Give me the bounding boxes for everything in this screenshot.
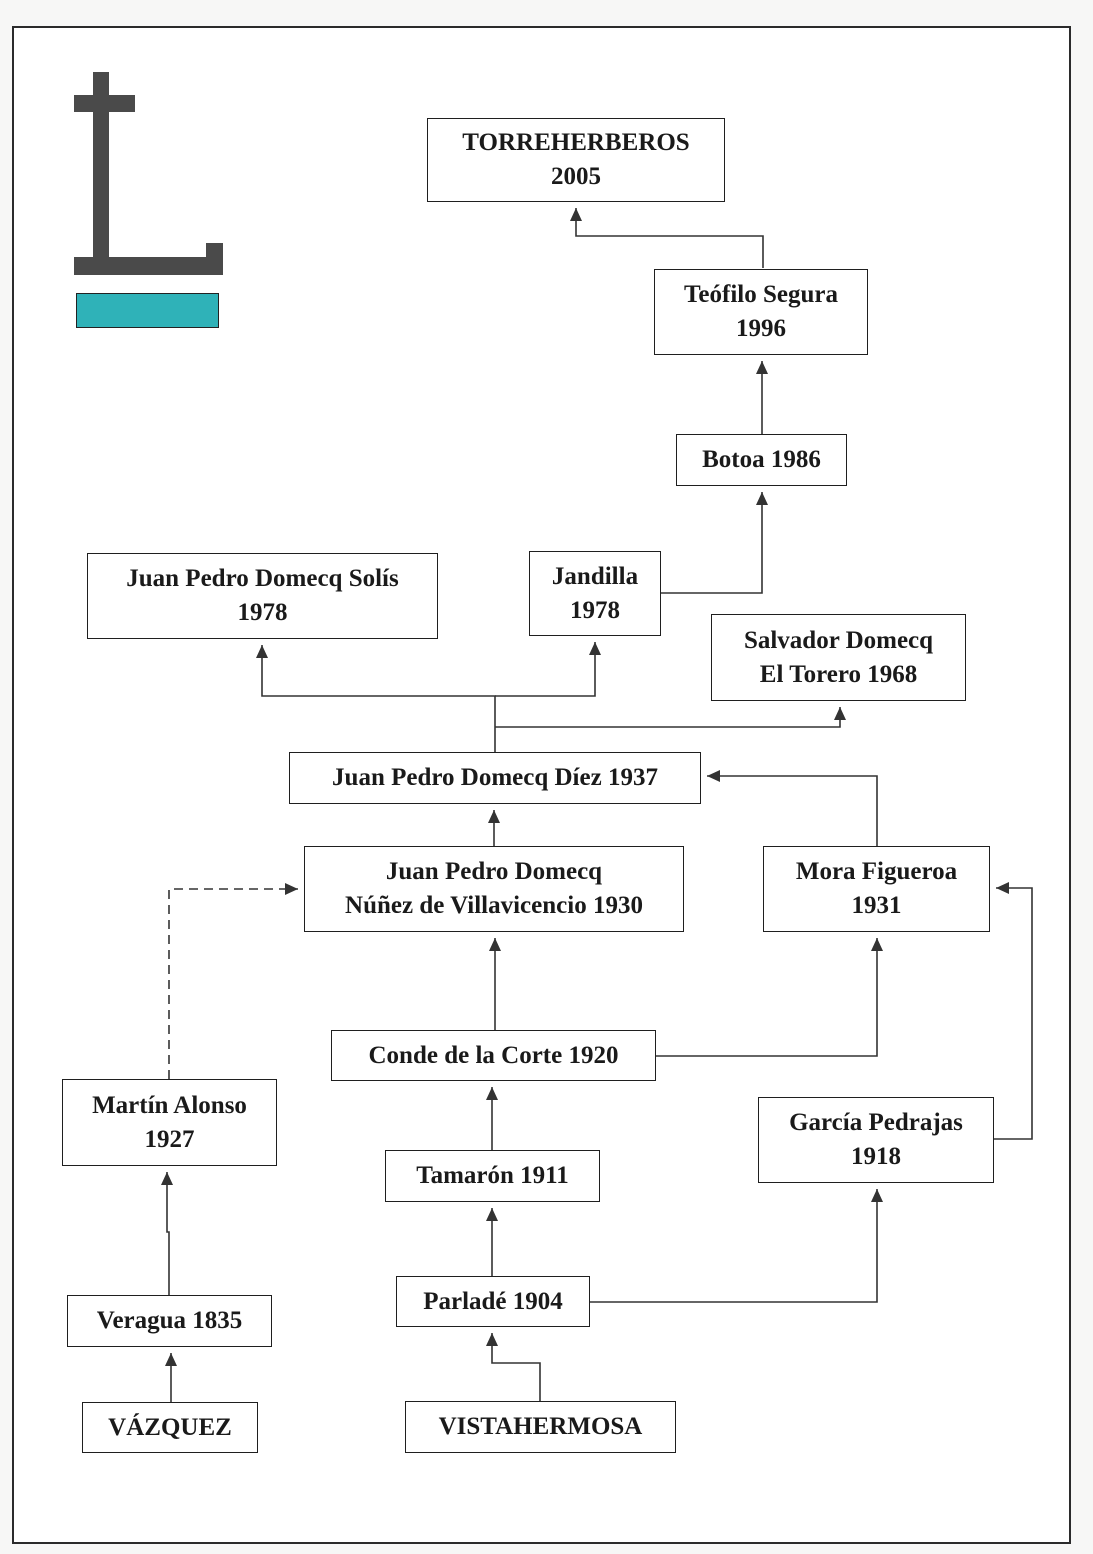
node-label: Tamarón 1911	[416, 1162, 569, 1189]
node-garcia-pedrajas: García Pedrajas 1918	[758, 1097, 994, 1183]
node-jandilla: Jandilla 1978	[529, 551, 661, 636]
node-label: Conde de la Corte 1920	[368, 1041, 619, 1069]
link-line	[656, 938, 878, 1057]
arrowhead	[589, 642, 601, 655]
link-jpd_diez-to-jandilla	[495, 642, 601, 697]
node-mora-figueroa: Mora Figueroa 1931	[763, 846, 990, 932]
node-year: 1931	[851, 892, 902, 919]
node-botoa: Botoa 1986	[676, 434, 847, 486]
node-label: VISTAHERMOSA	[438, 1413, 643, 1440]
node-label: Parladé 1904	[423, 1287, 563, 1315]
arrowhead	[489, 938, 501, 951]
arrowhead	[756, 492, 768, 505]
link-line	[575, 208, 764, 268]
link-garcia-to-mora	[994, 882, 1033, 1140]
link-line	[491, 1333, 541, 1401]
arrowhead	[486, 1333, 498, 1346]
node-label: Veragua 1835	[96, 1307, 243, 1334]
arrowhead	[161, 1172, 173, 1185]
node-year: 1927	[144, 1125, 195, 1153]
link-jandilla-to-botoa	[661, 492, 768, 594]
node-year: 1978	[237, 599, 288, 626]
link-vistahermosa-to-parlade	[486, 1333, 541, 1401]
link-mora-to-jpd_diez	[707, 770, 878, 846]
link-line	[495, 642, 596, 697]
node-martin-alonso: Martín Alonso 1927	[62, 1079, 277, 1166]
node-salvador-domecq: Salvador Domecq El Torero 1968	[711, 614, 966, 701]
arrowhead	[996, 882, 1009, 894]
arrowhead	[871, 1189, 883, 1202]
node-year: Núñez de Villavicencio 1930	[345, 892, 643, 919]
node-torreherberos: TORREHERBEROS 2005	[427, 118, 725, 202]
link-conde-to-jpd_nunez	[489, 938, 501, 1030]
arrowhead	[570, 208, 582, 221]
node-veragua: Veragua 1835	[67, 1295, 272, 1347]
node-label: Jandilla	[551, 562, 639, 590]
arrowhead	[165, 1353, 177, 1366]
link-line	[994, 887, 1033, 1140]
arrowhead	[871, 938, 883, 951]
arrowhead	[707, 770, 720, 782]
node-tamaron: Tamarón 1911	[385, 1150, 600, 1202]
node-label: Juan Pedro Domecq	[385, 858, 603, 885]
node-label: TORREHERBEROS	[462, 129, 690, 156]
link-line	[707, 775, 878, 846]
node-year: 1918	[851, 1143, 901, 1170]
node-vistahermosa: VISTAHERMOSA	[405, 1401, 676, 1453]
node-label: Juan Pedro Domecq Solís	[126, 565, 399, 592]
node-vazquez: VÁZQUEZ	[82, 1402, 258, 1453]
node-label: VÁZQUEZ	[108, 1413, 232, 1441]
node-jpd-nunez: Juan Pedro Domecq Núñez de Villavicencio…	[304, 846, 684, 932]
node-label: Teófilo Segura	[684, 281, 838, 308]
link-veragua-to-martin	[161, 1172, 173, 1295]
node-teofilo-segura: Teófilo Segura 1996	[654, 269, 868, 355]
node-jpd-solis: Juan Pedro Domecq Solís 1978	[87, 553, 438, 639]
node-label: Juan Pedro Domecq Díez 1937	[332, 764, 658, 791]
node-year: 1996	[736, 315, 786, 342]
link-tamaron-to-conde	[486, 1087, 498, 1150]
node-jpd-diez: Juan Pedro Domecq Díez 1937	[289, 752, 701, 804]
link-jpd_nunez-to-jpd_diez	[488, 810, 500, 846]
arrowhead	[486, 1087, 498, 1100]
arrowhead	[285, 883, 298, 895]
link-jpd_diez-to-salvador	[495, 707, 846, 728]
link-parlade-to-tamaron	[486, 1208, 498, 1276]
arrowhead	[834, 707, 846, 720]
link-parlade-to-garcia	[590, 1189, 883, 1303]
arrowhead	[256, 645, 268, 658]
node-label: Botoa 1986	[702, 446, 821, 473]
node-label: García Pedrajas	[789, 1109, 963, 1136]
arrowhead	[756, 361, 768, 374]
node-year: 1978	[570, 596, 620, 624]
link-teofilo-to-torreherberos	[570, 208, 764, 268]
link-line	[166, 1172, 170, 1295]
link-martin-to-jpd_nunez	[168, 883, 298, 1079]
link-jpd_diez-to-jpd_solis	[256, 645, 496, 752]
arrowhead	[486, 1208, 498, 1221]
link-conde-to-mora	[656, 938, 883, 1057]
node-parlade: Parladé 1904	[396, 1276, 590, 1327]
link-vazquez-to-veragua	[165, 1353, 177, 1402]
link-botoa-to-teofilo	[756, 361, 768, 434]
link-line	[168, 888, 298, 1079]
arrowhead	[488, 810, 500, 823]
node-conde-de-la-corte: Conde de la Corte 1920	[331, 1030, 656, 1081]
node-year: 2005	[551, 163, 601, 190]
node-year: El Torero 1968	[759, 660, 918, 688]
node-label: Salvador Domecq	[743, 626, 934, 654]
node-label: Mora Figueroa	[795, 858, 958, 885]
node-label: Martín Alonso	[92, 1091, 247, 1119]
link-line	[261, 645, 496, 752]
brand-color-bar	[76, 293, 219, 328]
link-line	[495, 707, 841, 728]
link-line	[661, 492, 763, 594]
link-line	[590, 1189, 878, 1303]
